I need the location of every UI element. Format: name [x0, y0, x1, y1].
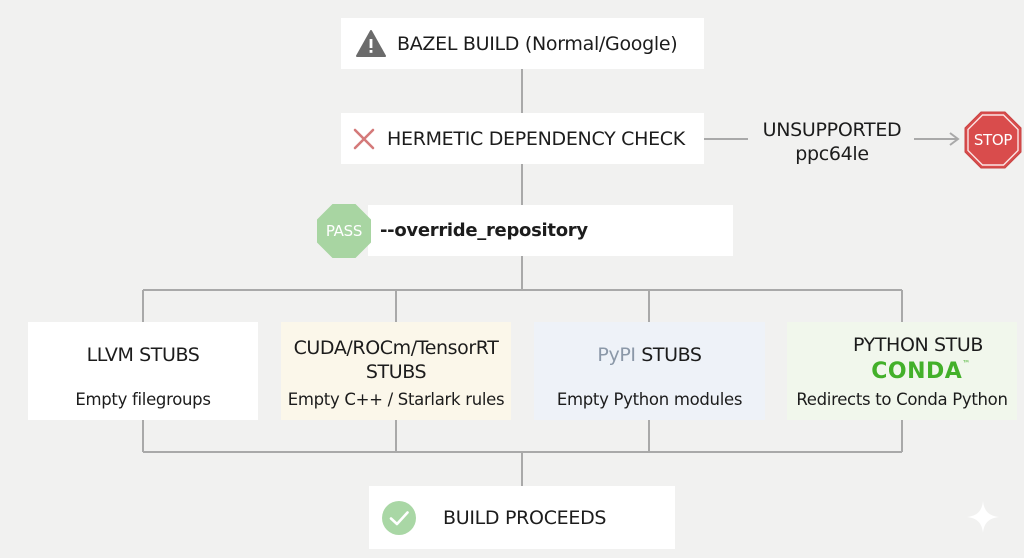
check-circle-icon [381, 500, 417, 536]
python-stub-box: PYTHON STUB CONDA™ Redirects to Conda Py… [787, 322, 1017, 420]
arrow-head-stop [949, 132, 960, 146]
pypi-stubs-desc: Empty Python modules [556, 390, 743, 409]
x-mark-icon [351, 126, 377, 152]
conda-logo-tm: ™ [962, 359, 971, 368]
unsupported-line: UNSUPPORTED [762, 119, 902, 141]
hermetic-check-label: HERMETIC DEPENDENCY CHECK [387, 127, 685, 150]
build-proceeds-box: BUILD PROCEEDS [369, 486, 675, 549]
bazel-build-box: BAZEL BUILD (Normal/Google) [341, 18, 704, 69]
override-repository-label: --override_repository [380, 220, 588, 241]
cuda-stubs-title-line2: STUBS [365, 361, 427, 383]
llvm-stubs-title: LLVM STUBS [86, 344, 200, 366]
conda-logo: CONDA™ [787, 359, 1017, 384]
sparkle-icon [966, 500, 1000, 534]
stop-label: STOP [973, 131, 1013, 149]
bazel-build-label: BAZEL BUILD (Normal/Google) [397, 32, 678, 55]
warning-triangle-icon [355, 29, 387, 59]
override-repository-box: --override_repository [368, 205, 733, 256]
cuda-stubs-title: CUDA/ROCm/TensorRT STUBS [281, 336, 511, 384]
pypi-stubs-label: STUBS [635, 344, 702, 366]
hermetic-check-box: HERMETIC DEPENDENCY CHECK [341, 113, 704, 164]
conda-logo-text: CONDA [871, 359, 963, 384]
cuda-stubs-box: CUDA/ROCm/TensorRT STUBS Empty C++ / Sta… [281, 322, 511, 420]
unsupported-arch: ppc64le [795, 143, 869, 165]
cuda-stubs-desc: Empty C++ / Starlark rules [287, 390, 505, 409]
python-stub-title: PYTHON STUB [853, 334, 983, 356]
pass-octagon-icon: PASS [316, 203, 372, 259]
pass-label: PASS [325, 222, 363, 240]
unsupported-label: UNSUPPORTED ppc64le [742, 118, 922, 166]
llvm-stubs-desc: Empty filegroups [75, 390, 211, 409]
llvm-stubs-box: LLVM STUBS Empty filegroups [28, 322, 258, 420]
pypi-logo: PyPI [597, 344, 636, 366]
stop-octagon-icon: STOP [964, 111, 1022, 169]
pypi-stubs-title: PyPI STUBS [534, 344, 765, 366]
cuda-stubs-title-line1: CUDA/ROCm/TensorRT [293, 337, 499, 359]
pypi-stubs-box: PyPI STUBS Empty Python modules [534, 322, 765, 420]
python-stub-desc: Redirects to Conda Python [796, 390, 1008, 409]
build-proceeds-label: BUILD PROCEEDS [443, 506, 607, 529]
